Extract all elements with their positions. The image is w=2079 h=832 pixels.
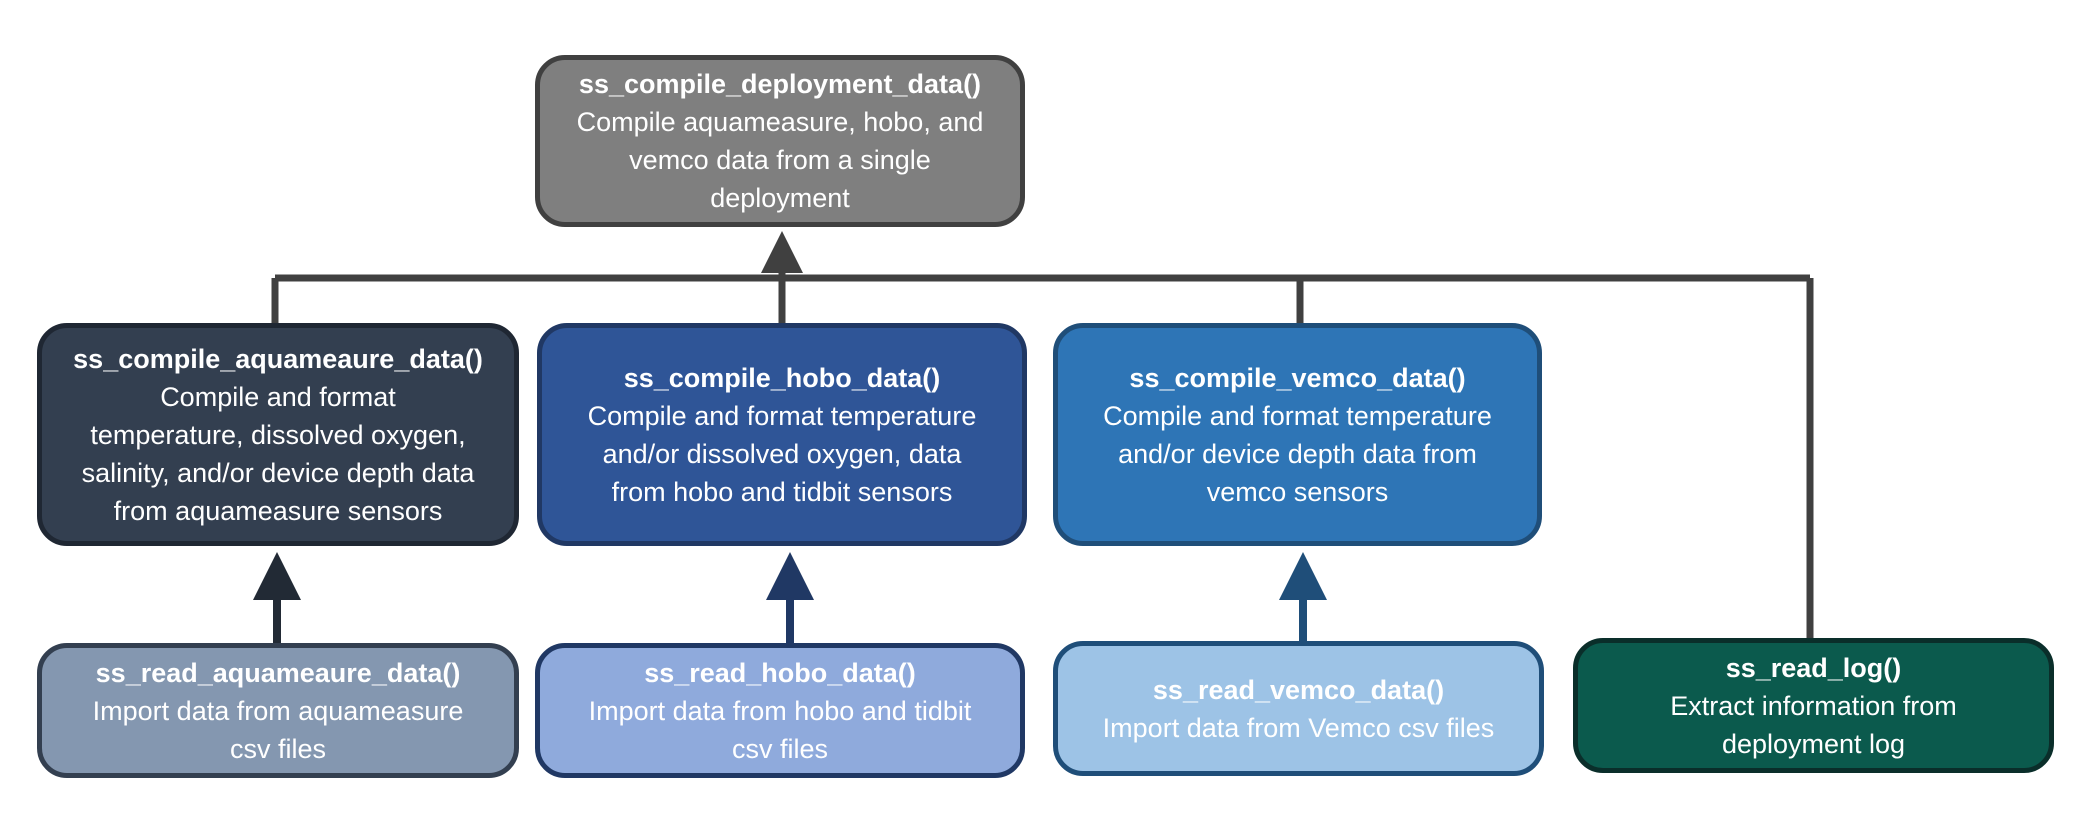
node-desc-line: deployment [710, 183, 850, 213]
node-title: ss_compile_aquameaure_data() [73, 343, 483, 374]
node-desc-line: csv files [229, 733, 327, 764]
node-desc-line: and/or device depth data from [1118, 438, 1477, 469]
node-title: ss_read_aquameaure_data() [95, 657, 461, 688]
node-desc-line: salinity, and/or device depth data [81, 457, 475, 488]
node-desc-line: from aquameasure sensors [113, 495, 443, 526]
node-title: ss_read_log() [1725, 652, 1902, 683]
node-desc-line: from hobo and tidbit sensors [611, 476, 953, 507]
node-compile-hobo-data: ss_compile_hobo_data() Compile and forma… [537, 323, 1027, 546]
node-desc-line: Import data from aquameasure [92, 695, 464, 726]
node-read-log: ss_read_log() Extract information from d… [1573, 638, 2054, 773]
node-desc-line: Compile and format [160, 381, 396, 412]
node-title: ss_compile_vemco_data() [1129, 362, 1466, 393]
node-desc-line: and/or dissolved oxygen, data [602, 438, 962, 469]
node-title: ss_compile_deployment_data() [578, 69, 982, 99]
node-title: ss_read_hobo_data() [644, 657, 916, 688]
node-read-vemco-data: ss_read_vemco_data() Import data from Ve… [1053, 641, 1544, 776]
node-desc-line: vemco data from a single [629, 145, 931, 175]
node-desc-line: temperature, dissolved oxygen, [90, 419, 466, 450]
node-desc-line: deployment log [1721, 728, 1906, 759]
node-title: ss_compile_hobo_data() [623, 362, 941, 393]
node-desc-line: Import data from hobo and tidbit [588, 695, 972, 726]
node-desc-line: Compile and format temperature [587, 400, 977, 431]
node-compile-deployment-data: ss_compile_deployment_data() Compile aqu… [535, 55, 1025, 227]
node-compile-aquameaure-data: ss_compile_aquameaure_data() Compile and… [37, 323, 519, 546]
node-compile-vemco-data: ss_compile_vemco_data() Compile and form… [1053, 323, 1542, 546]
node-desc-line: Compile and format temperature [1103, 400, 1492, 431]
node-read-hobo-data: ss_read_hobo_data() Import data from hob… [535, 643, 1025, 778]
node-read-aquameaure-data: ss_read_aquameaure_data() Import data fr… [37, 643, 519, 778]
node-desc-line: Compile aquameasure, hobo, and [576, 107, 984, 137]
node-desc-line: csv files [731, 733, 829, 764]
node-title: ss_read_vemco_data() [1152, 674, 1445, 705]
node-desc-line: vemco sensors [1206, 476, 1389, 507]
node-desc-line: Import data from Vemco csv files [1102, 712, 1495, 743]
node-desc-line: Extract information from [1670, 690, 1957, 721]
